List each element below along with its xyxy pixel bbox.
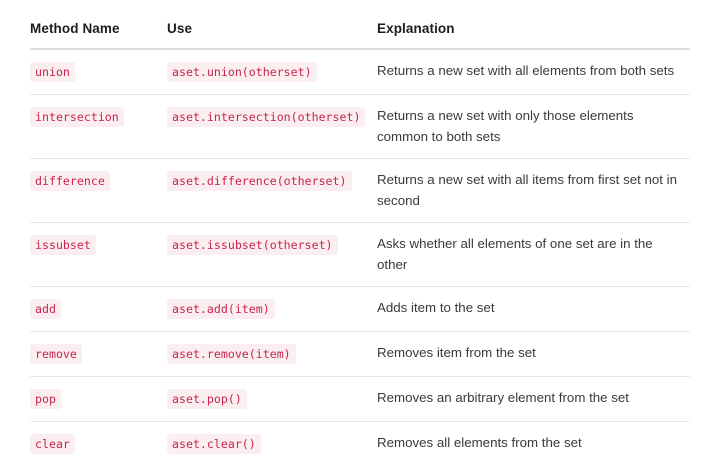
documentation-page: Method Name Use Explanation union aset.u… bbox=[0, 0, 714, 447]
use-code: aset.union(otherset) bbox=[167, 62, 317, 82]
use-code: aset.pop() bbox=[167, 389, 247, 409]
table-row: issubset aset.issubset(otherset) Asks wh… bbox=[30, 223, 690, 287]
table-row: add aset.add(item) Adds item to the set bbox=[30, 287, 690, 332]
cell-method-name: difference bbox=[30, 159, 167, 223]
cell-explanation: Removes an arbitrary element from the se… bbox=[377, 377, 690, 422]
table-row: remove aset.remove(item) Removes item fr… bbox=[30, 332, 690, 377]
cell-method-name: remove bbox=[30, 332, 167, 377]
cell-method-name: issubset bbox=[30, 223, 167, 287]
cell-explanation: Asks whether all elements of one set are… bbox=[377, 223, 690, 287]
use-code: aset.issubset(otherset) bbox=[167, 235, 338, 255]
use-code: aset.add(item) bbox=[167, 299, 275, 319]
table-row: pop aset.pop() Removes an arbitrary elem… bbox=[30, 377, 690, 422]
cell-use: aset.clear() bbox=[167, 422, 377, 466]
table-header: Method Name Use Explanation bbox=[30, 21, 690, 49]
cell-use: aset.union(otherset) bbox=[167, 49, 377, 95]
table-body: union aset.union(otherset) Returns a new… bbox=[30, 49, 690, 466]
table-row: difference aset.difference(otherset) Ret… bbox=[30, 159, 690, 223]
method-name-code: pop bbox=[30, 389, 61, 409]
use-code: aset.remove(item) bbox=[167, 344, 296, 364]
cell-explanation: Returns a new set with all items from fi… bbox=[377, 159, 690, 223]
method-name-code: union bbox=[30, 62, 75, 82]
table-row: union aset.union(otherset) Returns a new… bbox=[30, 49, 690, 95]
cell-use: aset.issubset(otherset) bbox=[167, 223, 377, 287]
cell-use: aset.intersection(otherset) bbox=[167, 95, 377, 159]
cell-use: aset.difference(otherset) bbox=[167, 159, 377, 223]
method-name-code: remove bbox=[30, 344, 82, 364]
cell-use: aset.pop() bbox=[167, 377, 377, 422]
method-name-code: issubset bbox=[30, 235, 96, 255]
cell-method-name: clear bbox=[30, 422, 167, 466]
column-header-explanation: Explanation bbox=[377, 21, 690, 49]
cell-method-name: pop bbox=[30, 377, 167, 422]
table-row: clear aset.clear() Removes all elements … bbox=[30, 422, 690, 466]
column-header-use: Use bbox=[167, 21, 377, 49]
cell-use: aset.add(item) bbox=[167, 287, 377, 332]
cell-explanation: Returns a new set with all elements from… bbox=[377, 49, 690, 95]
method-name-code: difference bbox=[30, 171, 110, 191]
method-name-code: intersection bbox=[30, 107, 124, 127]
cell-method-name: union bbox=[30, 49, 167, 95]
column-header-method-name: Method Name bbox=[30, 21, 167, 49]
cell-method-name: add bbox=[30, 287, 167, 332]
table-header-row: Method Name Use Explanation bbox=[30, 21, 690, 49]
use-code: aset.difference(otherset) bbox=[167, 171, 352, 191]
cell-explanation: Adds item to the set bbox=[377, 287, 690, 332]
use-code: aset.clear() bbox=[167, 434, 261, 454]
cell-method-name: intersection bbox=[30, 95, 167, 159]
method-name-code: clear bbox=[30, 434, 75, 454]
cell-explanation: Returns a new set with only those elemen… bbox=[377, 95, 690, 159]
method-name-code: add bbox=[30, 299, 61, 319]
set-methods-table: Method Name Use Explanation union aset.u… bbox=[30, 21, 690, 466]
table-row: intersection aset.intersection(otherset)… bbox=[30, 95, 690, 159]
cell-explanation: Removes item from the set bbox=[377, 332, 690, 377]
cell-use: aset.remove(item) bbox=[167, 332, 377, 377]
cell-explanation: Removes all elements from the set bbox=[377, 422, 690, 466]
use-code: aset.intersection(otherset) bbox=[167, 107, 365, 127]
